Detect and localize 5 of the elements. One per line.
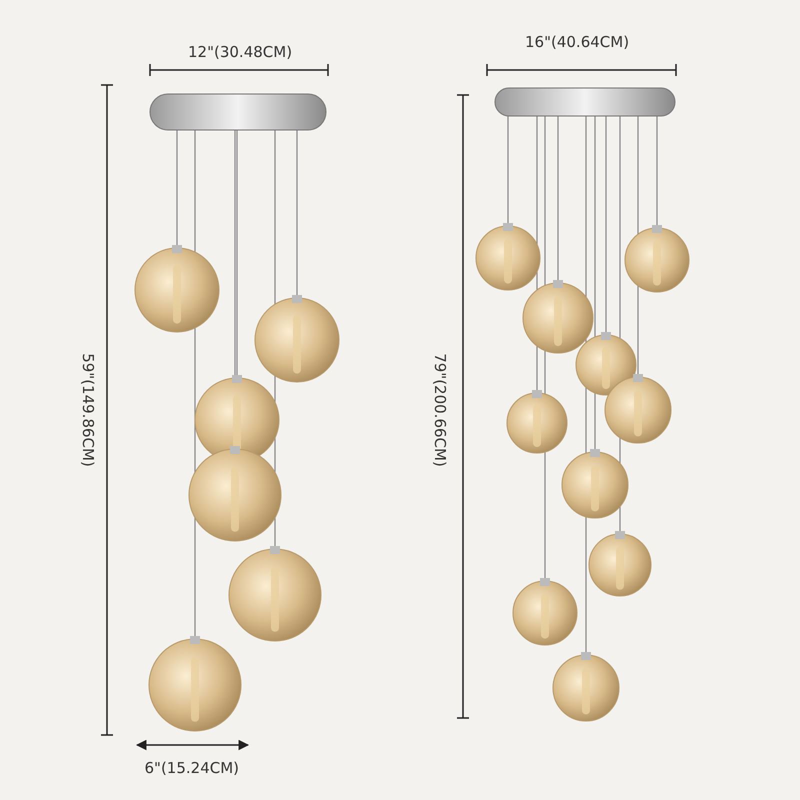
dimension-label: 16"(40.64CM): [525, 33, 630, 51]
dimension-label: 59"(149.86CM): [78, 353, 97, 467]
dimension-label: 6"(15.24CM): [144, 759, 240, 777]
dimension-label: 79"(200.66CM): [430, 353, 449, 467]
dimension-label: 12"(30.48CM): [188, 43, 292, 61]
